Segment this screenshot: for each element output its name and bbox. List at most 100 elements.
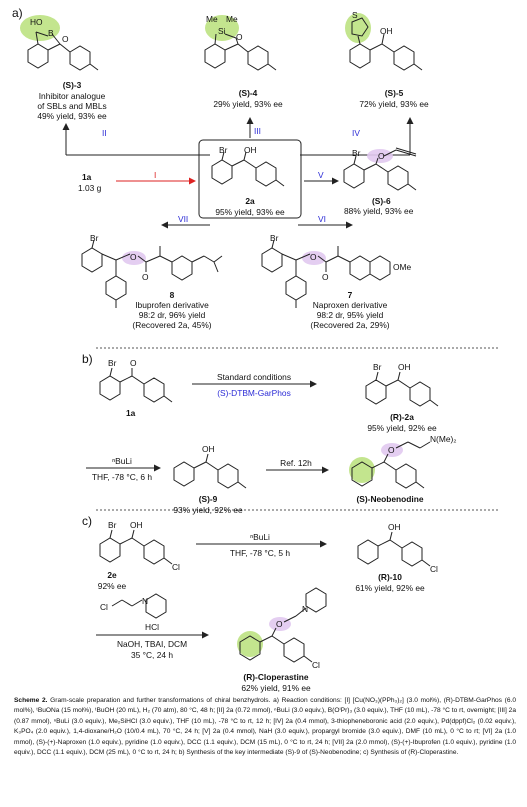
- atom-n-clop: N: [302, 604, 309, 614]
- atom-br-r2a: Br: [373, 362, 382, 372]
- section-label-c: c): [82, 514, 92, 528]
- atom-br-1a-b: Br: [108, 358, 117, 368]
- molecule-cloperastine: [239, 587, 327, 663]
- reagent-hcl: HCl: [145, 622, 159, 632]
- compound-8-dr: 98:2 dr, 96% yield: [138, 310, 206, 320]
- compound-neobenodine-label: (S)-Neobenodine: [356, 494, 424, 504]
- atom-o-neo: O: [388, 445, 395, 455]
- compound-2e-label: 2e: [107, 570, 117, 580]
- arrow-label-VII: VII: [178, 214, 189, 224]
- arrow-c2-cond1: NaOH, TBAI, DCM: [116, 639, 188, 649]
- highlight-propargyl: [367, 149, 393, 163]
- scheme-caption: Scheme 2. Gram-scale preparation and fur…: [14, 696, 516, 758]
- atom-br-8: Br: [90, 233, 99, 243]
- compound-r2a-label: (R)-2a: [390, 412, 414, 422]
- arrow-b2-reagent: ⁿBuLi: [112, 456, 132, 466]
- atom-br-2e: Br: [108, 520, 117, 530]
- compound-s4-yield: 29% yield, 93% ee: [213, 99, 283, 109]
- molecule-r2a: [365, 371, 439, 407]
- atom-oh-2a: OH: [244, 145, 257, 155]
- arrow-label-I: I: [154, 170, 157, 180]
- compound-2a-yield: 95% yield, 93% ee: [215, 207, 285, 217]
- molecule-s4: [204, 33, 277, 71]
- molecule-piperidine-reagent: [111, 593, 167, 619]
- atom-n-reagent: N: [142, 596, 149, 606]
- atom-ome-7: OMe: [393, 262, 412, 272]
- highlight-neo-ether: [381, 443, 403, 457]
- atom-o-8a: O: [130, 252, 137, 262]
- highlight-thiophene: [345, 13, 371, 43]
- arrow-b3-ref: Ref. 12h: [280, 458, 312, 468]
- molecule-7: [261, 239, 391, 308]
- highlight-silicon: [205, 15, 239, 41]
- highlight-clop-ether: [269, 617, 291, 631]
- molecule-s6: [343, 147, 417, 191]
- atom-nme2-neo: N(Me)₂: [430, 434, 457, 444]
- atom-b: B: [48, 28, 54, 38]
- arrow-label-II: II: [102, 128, 107, 138]
- atom-oh-r10: OH: [388, 522, 401, 532]
- atom-si: Si: [218, 26, 226, 36]
- caption-text: Gram-scale preparation and further trans…: [14, 697, 516, 757]
- compound-8-recovered: (Recovered 2a, 45%): [132, 320, 212, 330]
- highlight-clop-phenyl: [237, 631, 263, 657]
- compound-s4-label: (S)-4: [238, 88, 258, 98]
- atom-me-2: Me: [226, 14, 238, 24]
- atom-oh-2e: OH: [130, 520, 143, 530]
- arrow-b2-cond: THF, -78 °C, 6 h: [91, 472, 153, 482]
- compound-8-name: Ibuprofen derivative: [135, 300, 209, 310]
- atom-cl-reagent: Cl: [100, 602, 108, 612]
- compound-1a-mass: 1.03 g: [78, 183, 102, 193]
- atom-o-3: O: [62, 34, 69, 44]
- compound-s9-label: (S)-9: [198, 494, 218, 504]
- compound-2e-ee: 92% ee: [97, 581, 127, 591]
- atom-cl-clop: Cl: [312, 660, 320, 670]
- atom-oh-5: OH: [380, 26, 393, 36]
- molecule-1a-b: [99, 367, 173, 403]
- compound-r10-yield: 61% yield, 92% ee: [355, 583, 425, 593]
- compound-s3-desc1: Inhibitor analogue: [38, 91, 106, 101]
- arrow-label-V: V: [318, 170, 324, 180]
- arrow-c1-reagent: ⁿBuLi: [250, 532, 270, 542]
- compound-2a-label: 2a: [245, 196, 255, 206]
- compound-r10-label: (R)-10: [378, 572, 402, 582]
- section-label-a: a): [12, 6, 23, 20]
- arrow-label-III: III: [254, 126, 261, 136]
- compound-s3-label: (S)-3: [62, 80, 82, 90]
- atom-s: S: [352, 10, 358, 20]
- atom-o-1a-b: O: [130, 358, 137, 368]
- compound-cloperastine-label: (R)-Cloperastine: [243, 672, 309, 682]
- molecule-s9: [173, 453, 247, 489]
- arrow-c1-cond: THF, -78 °C, 5 h: [229, 548, 291, 558]
- compound-s6-yield: 88% yield, 93% ee: [344, 206, 414, 216]
- molecule-2e: [99, 529, 173, 565]
- compound-s9-yield: 93% yield, 92% ee: [173, 505, 243, 515]
- compound-8-label: 8: [169, 290, 175, 300]
- atom-o-7a: O: [310, 252, 317, 262]
- arrow-b1-cond1: Standard conditions: [216, 372, 292, 382]
- molecule-8: [81, 239, 223, 308]
- compound-r2a-yield: 95% yield, 92% ee: [367, 423, 437, 433]
- compound-s5-yield: 72% yield, 93% ee: [359, 99, 429, 109]
- highlight-neo-phenyl: [349, 457, 375, 483]
- molecule-r10: [357, 531, 431, 567]
- compound-2a-box: [198, 139, 302, 219]
- atom-br-7: Br: [270, 233, 279, 243]
- compound-1a-b-label: 1a: [126, 408, 136, 418]
- atom-cl-r10: Cl: [430, 564, 438, 574]
- atom-oh-s9: OH: [202, 444, 215, 454]
- molecule-neobenodine: [351, 441, 431, 489]
- compound-7-label: 7: [347, 290, 353, 300]
- atom-cl-2e: Cl: [172, 562, 180, 572]
- arrow-label-VI: VI: [318, 214, 326, 224]
- caption-label: Scheme 2.: [14, 697, 48, 704]
- arrow-b1-cond2: (S)-DTBM-GarPhos: [217, 388, 291, 398]
- molecule-s5: [349, 17, 423, 71]
- compound-s6-label: (S)-6: [372, 196, 391, 206]
- compound-7-name: Naproxen derivative: [312, 300, 388, 310]
- arrow-label-IV: IV: [352, 128, 360, 138]
- compound-7-dr: 98:2 dr, 95% yield: [316, 310, 384, 320]
- atom-o-6: O: [378, 151, 385, 161]
- molecule-2a: [211, 151, 285, 187]
- section-label-b: b): [82, 352, 93, 366]
